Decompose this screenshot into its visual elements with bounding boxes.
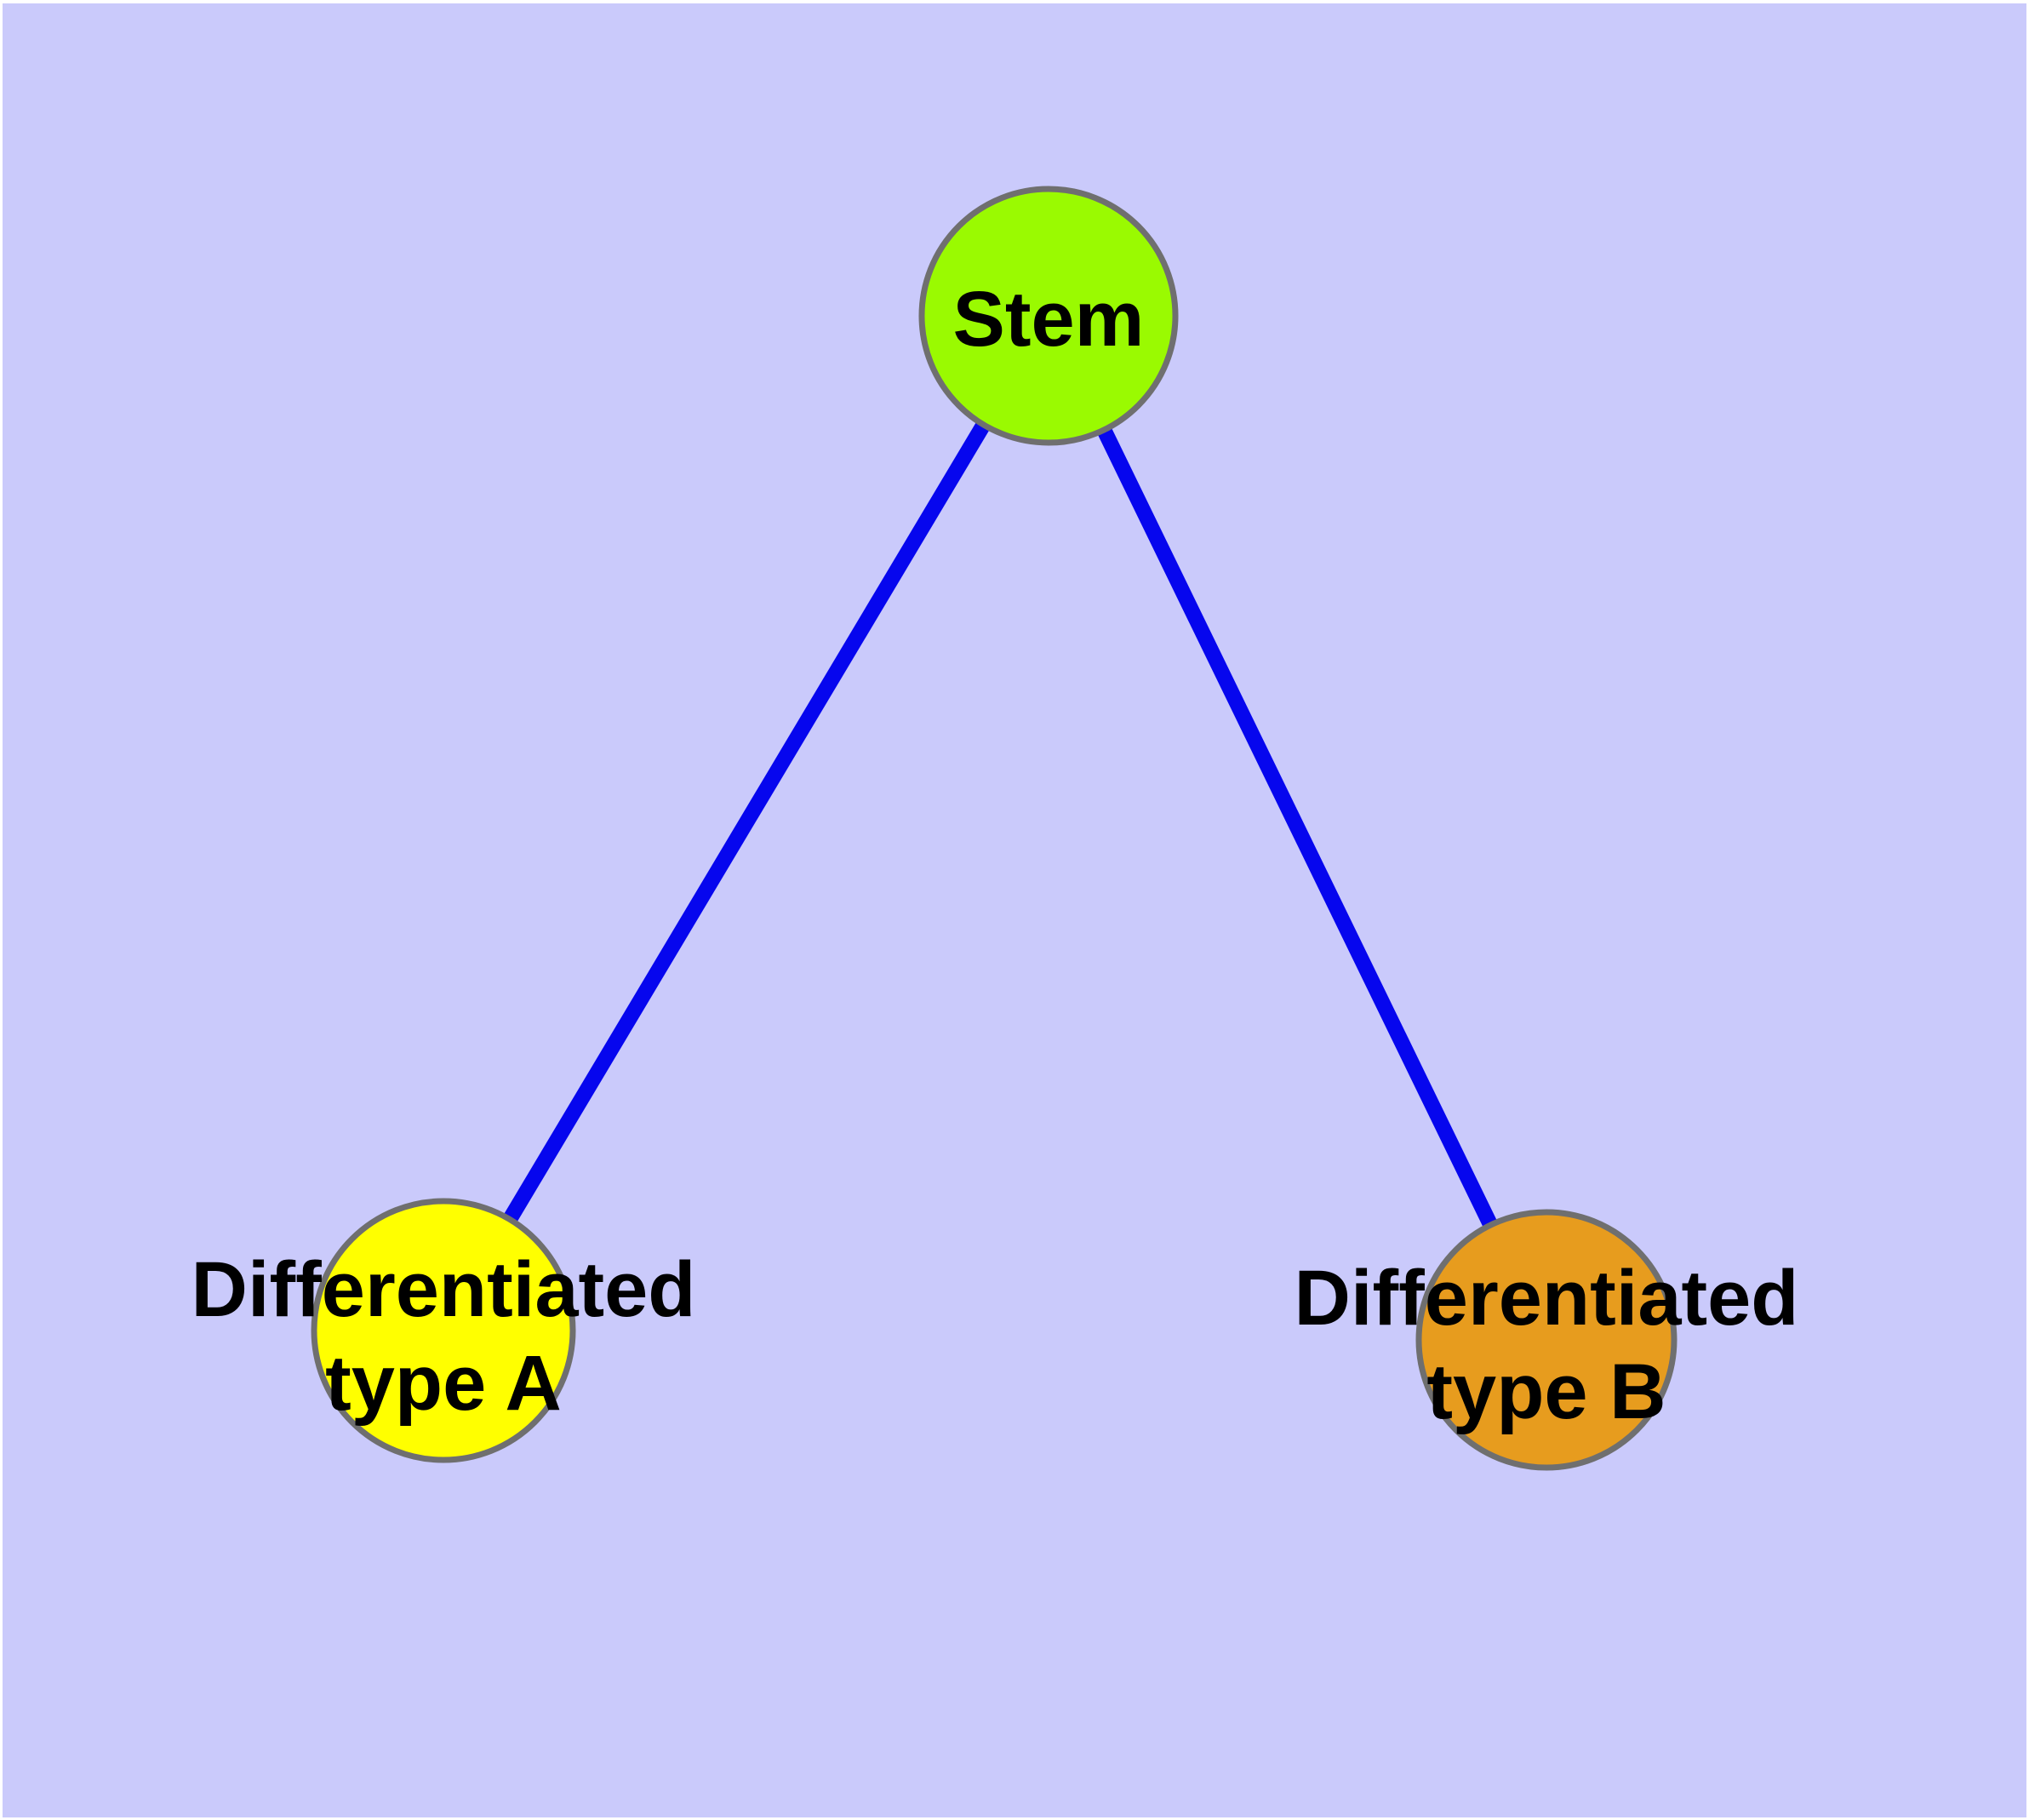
- node-stem[interactable]: [918, 186, 1179, 446]
- edge-stem-to-type-a: [437, 312, 1055, 1335]
- node-differentiated-type-a[interactable]: [311, 1198, 576, 1463]
- node-type-b-label-line2: type B: [1426, 1348, 1666, 1435]
- node-stem-label: Stem: [953, 276, 1145, 363]
- node-type-a-label-line2: type A: [325, 1340, 562, 1427]
- node-differentiated-type-b[interactable]: [1415, 1209, 1677, 1471]
- edge-stem-to-type-b: [1041, 312, 1554, 1343]
- node-type-b-label-line1: Differentiated: [1295, 1255, 1799, 1342]
- node-type-a-label-line1: Differentiated: [191, 1246, 696, 1333]
